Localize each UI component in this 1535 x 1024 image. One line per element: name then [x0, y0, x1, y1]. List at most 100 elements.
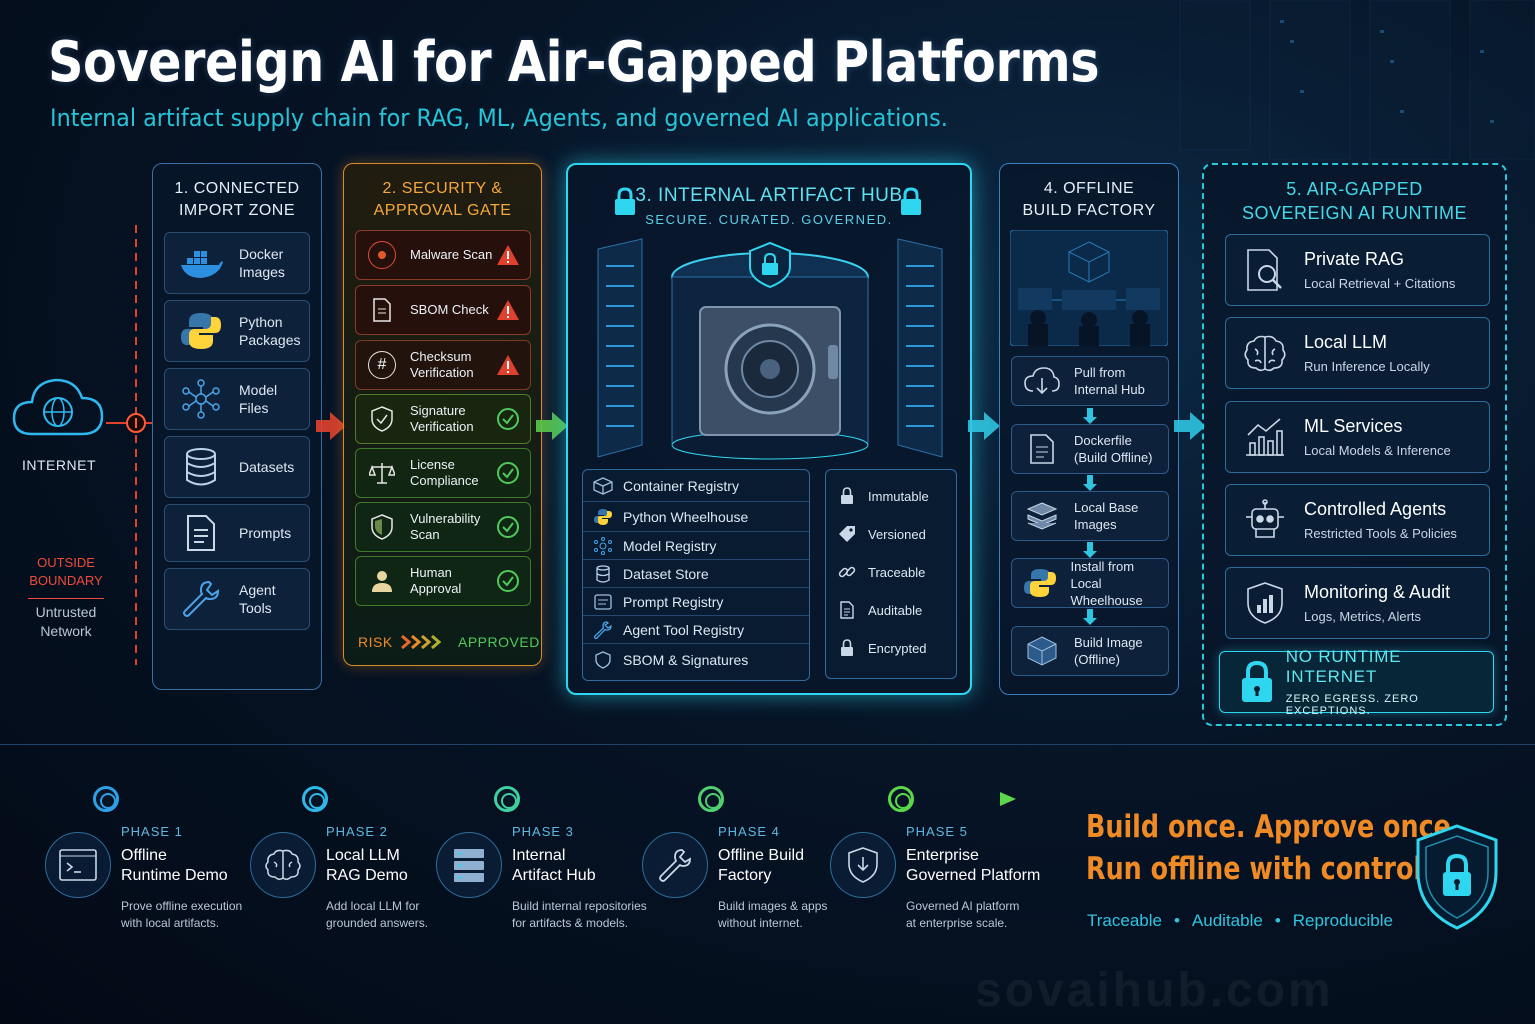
runtime-item-sub: Local Models & Inference — [1304, 443, 1451, 458]
build-step-wheelhouse[interactable]: Install from Local Wheelhouse — [1011, 558, 1169, 608]
tag-traceable: Traceable — [1087, 911, 1162, 930]
no-internet-sub: ZERO EGRESS. ZERO EXCEPTIONS. — [1285, 693, 1419, 717]
build-factory-panel: 4. OFFLINE BUILD FACTORY Pull from Inter… — [999, 163, 1179, 695]
registry-row-dataset[interactable]: Dataset Store — [583, 560, 809, 588]
warning-icon — [496, 353, 520, 377]
import-item-label: Model Files — [239, 382, 278, 416]
registry-label: Prompt Registry — [623, 593, 724, 610]
timeline-node-5 — [888, 786, 914, 812]
import-item-docker[interactable]: Docker Images — [164, 232, 310, 294]
import-item-prompts[interactable]: Prompts — [164, 504, 310, 562]
server-icon — [436, 832, 502, 898]
prompt-icon — [583, 593, 623, 610]
internet-label: INTERNET — [22, 457, 96, 473]
boundary-divider — [28, 598, 104, 599]
property-label: Immutable — [868, 488, 929, 504]
registry-row-wheelhouse[interactable]: Python Wheelhouse — [583, 502, 809, 532]
import-item-label: Agent Tools — [239, 582, 276, 616]
cloud-download-icon — [1022, 367, 1062, 395]
gate-item-signature[interactable]: Signature Verification — [355, 394, 531, 444]
timeline-track — [106, 792, 1016, 806]
property-auditable: Auditable — [826, 591, 956, 629]
gate-item-license[interactable]: License Compliance — [355, 448, 531, 498]
gate-item-human-approval[interactable]: Human Approval — [355, 556, 531, 606]
vault-illustration — [597, 238, 943, 460]
lock-icon — [826, 639, 868, 657]
gate-item-vulnerability[interactable]: Vulnerability Scan — [355, 502, 531, 552]
chevrons-icon — [401, 634, 442, 650]
gate-item-sbom-check[interactable]: SBOM Check — [355, 285, 531, 335]
runtime-item-title: ML Services — [1304, 416, 1403, 436]
timeline-node-1 — [93, 786, 119, 812]
runtime-item-sub: Logs, Metrics, Alerts — [1304, 609, 1422, 624]
gate-item-label: Vulnerability Scan — [410, 511, 481, 542]
lock-icon — [826, 487, 868, 505]
phase-title: Enterprise Governed Platform — [906, 847, 1041, 884]
tag-icon — [826, 525, 868, 543]
phase-desc: Add local LLM for grounded answers. — [326, 899, 429, 930]
property-label: Encrypted — [868, 640, 927, 656]
tagline-tags: Traceable • Auditable • Reproducible — [1087, 911, 1393, 931]
registry-row-prompt[interactable]: Prompt Registry — [583, 588, 809, 616]
flow-arrow-3 — [968, 412, 1000, 440]
build-step-pull[interactable]: Pull from Internal Hub — [1011, 356, 1169, 406]
runtime-item-title: Controlled Agents — [1304, 499, 1447, 519]
document-icon — [826, 601, 868, 619]
warning-icon — [496, 298, 520, 322]
page-subtitle: Internal artifact supply chain for RAG, … — [50, 104, 948, 132]
check-circle-icon — [496, 461, 520, 485]
property-label: Versioned — [868, 526, 926, 542]
tagline-line-2: Run offline with control. — [1086, 851, 1432, 887]
build-step-label: Local Base Images — [1074, 500, 1139, 532]
import-item-python[interactable]: Python Packages — [164, 300, 310, 362]
build-step-dockerfile[interactable]: Dockerfile (Build Offline) — [1011, 424, 1169, 474]
import-item-agent-tools[interactable]: Agent Tools — [164, 568, 310, 630]
registry-label: Dataset Store — [623, 565, 709, 582]
boundary-line — [106, 225, 152, 665]
import-item-label: Datasets — [239, 459, 295, 475]
phase-number: PHASE 1 — [121, 824, 183, 839]
import-item-datasets[interactable]: Datasets — [164, 436, 310, 498]
untrusted-network-label: Untrusted Network — [35, 604, 97, 639]
build-step-base-images[interactable]: Local Base Images — [1011, 491, 1169, 541]
hash-icon: # — [368, 351, 396, 379]
registry-label: Python Wheelhouse — [623, 508, 749, 525]
shield-chart-icon — [1240, 581, 1290, 625]
flow-arrow-4 — [1174, 412, 1206, 440]
registry-row-model[interactable]: Model Registry — [583, 532, 809, 560]
runtime-item-sub: Restricted Tools & Policies — [1304, 526, 1457, 541]
wrench-icon — [179, 577, 223, 621]
tag-auditable: Auditable — [1191, 911, 1263, 930]
artifact-hub-title: 3. INTERNAL ARTIFACT HUB — [635, 185, 903, 206]
warning-icon — [496, 243, 520, 267]
gate-item-checksum[interactable]: # Checksum Verification — [355, 340, 531, 390]
build-step-build-image[interactable]: Build Image (Offline) — [1011, 626, 1169, 676]
registry-row-container[interactable]: Container Registry — [583, 470, 809, 502]
import-item-model-files[interactable]: Model Files — [164, 368, 310, 430]
check-circle-icon — [496, 407, 520, 431]
build-step-label: Build Image (Offline) — [1074, 635, 1143, 667]
phase-desc: Build images & apps without internet. — [718, 899, 828, 930]
check-circle-icon — [496, 515, 520, 539]
database-icon — [179, 445, 223, 489]
shield-icon — [368, 513, 396, 541]
security-gate-panel: 2. SECURITY & APPROVAL GATE Malware Scan… — [343, 163, 542, 666]
shield-lock-icon — [1416, 824, 1498, 930]
scales-icon — [368, 459, 396, 487]
registry-label: Agent Tool Registry — [623, 621, 745, 638]
registry-label: SBOM & Signatures — [623, 652, 749, 668]
registry-row-agent-tool[interactable]: Agent Tool Registry — [583, 616, 809, 644]
gate-item-malware-scan[interactable]: Malware Scan — [355, 230, 531, 280]
phase-number: PHASE 3 — [512, 824, 574, 839]
security-gate-title: 2. SECURITY & APPROVAL GATE — [373, 180, 512, 219]
import-zone-title: 1. CONNECTED IMPORT ZONE — [174, 180, 300, 219]
registry-row-sbom[interactable]: SBOM & Signatures — [583, 644, 809, 676]
terminal-icon — [45, 832, 111, 898]
gate-item-label: Malware Scan — [410, 247, 493, 262]
document-icon — [179, 511, 223, 555]
